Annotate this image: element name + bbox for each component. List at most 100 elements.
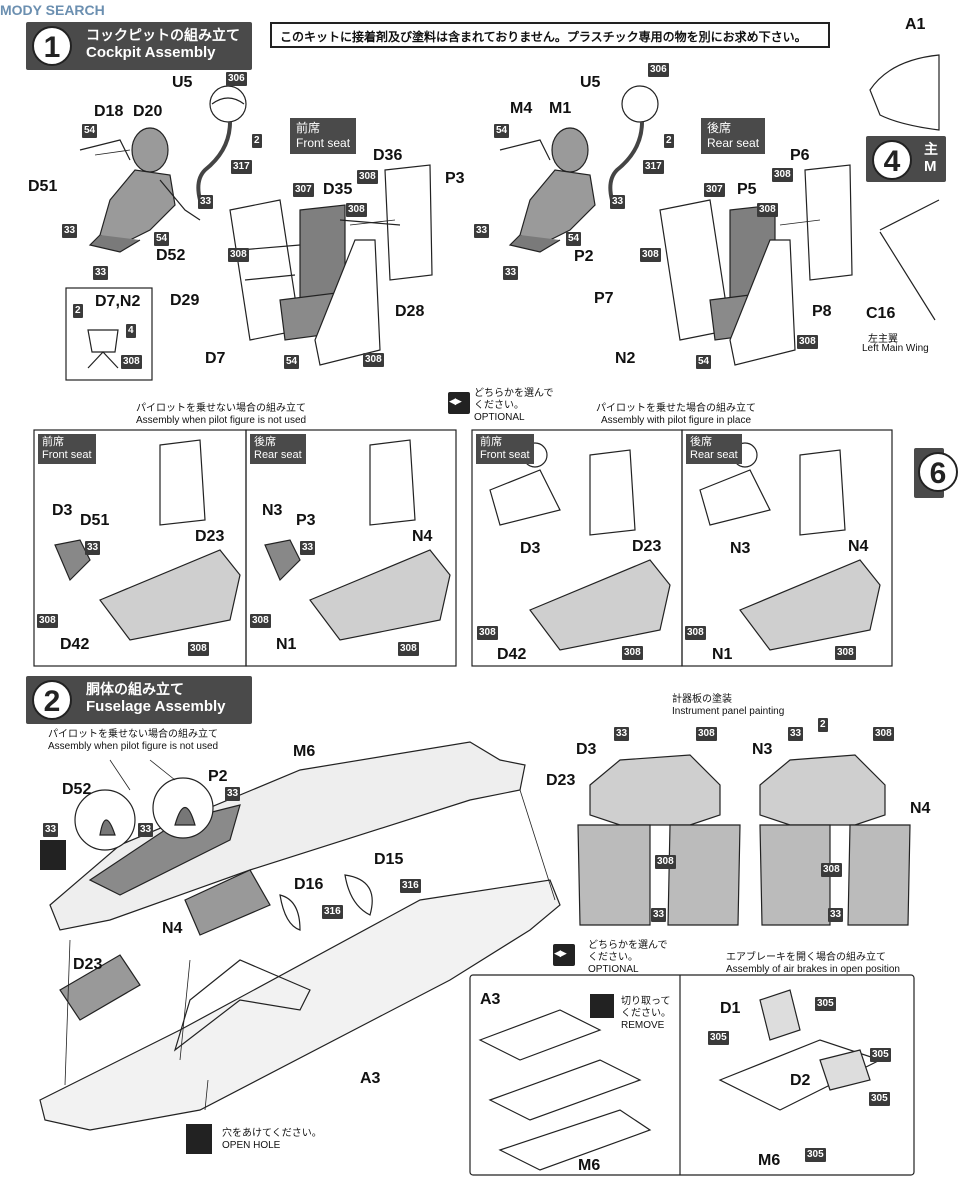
ip-code-33-c: 33 — [651, 908, 667, 922]
optional-icon-1 — [448, 392, 470, 414]
s2-label-d16: D16 — [294, 876, 324, 893]
ab-label-a3: A3 — [480, 991, 501, 1008]
seat-d23-drawing — [59, 954, 141, 1021]
code-54-rear-c: 54 — [696, 355, 712, 369]
code-33-front-b: 33 — [93, 266, 109, 280]
p2-rear-en: Rear seat — [254, 449, 302, 461]
code-33-front-c: 33 — [198, 195, 214, 209]
p1-front-en: Front seat — [42, 449, 92, 461]
p2-code-308-a: 308 — [250, 614, 271, 628]
optional-icon-2 — [553, 944, 575, 966]
p1-code-308-a: 308 — [37, 614, 58, 628]
fuselage-lower-a3 — [39, 879, 561, 1131]
code-33-front-a: 33 — [62, 224, 78, 238]
label-d20: D20 — [133, 103, 163, 120]
optional-en-1: OPTIONAL — [474, 412, 525, 423]
part-d16 — [279, 894, 301, 931]
ab-code-305-e: 305 — [805, 1148, 826, 1162]
code-307-front: 307 — [293, 183, 314, 197]
optional-jp1-1: どちらかを選んで — [474, 388, 554, 399]
no-pilot-jp-1: パイロットを乗せない場合の組み立て — [136, 403, 307, 414]
airbrake-d1-drawing — [718, 989, 882, 1111]
ab-label-m6-right: M6 — [758, 1152, 781, 1169]
circle-p2 — [152, 777, 214, 839]
part-d15 — [344, 874, 373, 916]
airbrake-jp: エアブレーキを開く場合の組み立て — [726, 952, 886, 963]
code-4-inset: 4 — [126, 324, 136, 338]
code-317-front: 317 — [231, 160, 252, 174]
airbrake-a3-drawing — [478, 1009, 652, 1171]
s2-code-33-c: 33 — [138, 823, 154, 837]
p4-label-n1: N1 — [712, 646, 733, 663]
part-a1-drawing — [869, 54, 940, 131]
pilot-figure-front — [79, 127, 201, 253]
instrument-panel-rear — [759, 754, 911, 926]
p1-front-jp: 前席 — [42, 436, 64, 448]
seat-parts-front — [229, 164, 433, 366]
p1-label-d51: D51 — [80, 512, 110, 529]
code-308-rear-d: 308 — [797, 335, 818, 349]
code-33-rear-c: 33 — [610, 195, 626, 209]
tub-drawing-3 — [489, 442, 671, 651]
code-33-rear-b: 33 — [503, 266, 519, 280]
code-2-front: 2 — [252, 134, 262, 148]
p4-code-308-a: 308 — [685, 626, 706, 640]
with-pilot-jp: パイロットを乗せた場合の組み立て — [596, 403, 756, 414]
caption-with-pilot: パイロットを乗せた場合の組み立て Assembly with pilot fig… — [596, 403, 756, 427]
code-33-rear-a: 33 — [474, 224, 490, 238]
p3-label-d23: D23 — [632, 538, 662, 555]
code-308-rear-c: 308 — [640, 248, 661, 262]
s2-label-n4: N4 — [162, 920, 183, 937]
label-d7n2: D7,N2 — [95, 293, 141, 310]
code-308-front-c: 308 — [228, 248, 249, 262]
step1-header: 1 コックピットの組み立て Cockpit Assembly — [26, 22, 252, 70]
tub-drawing-1 — [54, 439, 241, 641]
p1-label-d42: D42 — [60, 636, 90, 653]
step1-title-en: Cockpit Assembly — [86, 44, 216, 61]
s2-code-33-b: 33 — [43, 823, 59, 837]
instrument-en: Instrument panel painting — [672, 706, 785, 717]
optional-note-1: どちらかを選んで ください。 OPTIONAL — [474, 388, 554, 424]
step2-number: 2 — [32, 680, 72, 720]
ip-code-308-d: 308 — [821, 863, 842, 877]
label-p3-rear: P3 — [445, 170, 465, 187]
code-54-rear-b: 54 — [566, 232, 582, 246]
s2-code-33-a: 33 — [225, 787, 241, 801]
caption-no-pilot-1: パイロットを乗せない場合の組み立て Assembly when pilot fi… — [136, 403, 306, 427]
ab-code-305-c: 305 — [870, 1048, 891, 1062]
p2-code-33: 33 — [300, 541, 316, 555]
step2-title-en: Fuselage Assembly — [86, 698, 226, 715]
optional-jp2-2: ください。 — [588, 952, 638, 963]
label-d35: D35 — [323, 181, 353, 198]
p1-label-d23: D23 — [195, 528, 225, 545]
ip-code-308-a: 308 — [696, 727, 717, 741]
code-308-rear-b: 308 — [757, 203, 778, 217]
code-2-rear: 2 — [664, 134, 674, 148]
ip-code-308-b: 308 — [873, 727, 894, 741]
p2-code-308-b: 308 — [398, 642, 419, 656]
left-main-wing-en: Left Main Wing — [862, 343, 929, 354]
s2-label-p2: P2 — [208, 768, 228, 785]
remove-jp: 切り取って — [621, 996, 671, 1007]
with-pilot-en: Assembly with pilot figure in place — [600, 415, 752, 426]
step6-number: 6 — [918, 452, 958, 492]
p3-code-308-a: 308 — [477, 626, 498, 640]
drill-icon-bottom — [186, 1124, 212, 1154]
ip-label-d3: D3 — [576, 741, 597, 758]
ip-label-n4: N4 — [910, 800, 931, 817]
remove-jp2: ください。 — [621, 1008, 671, 1019]
remove-en: REMOVE — [621, 1020, 665, 1031]
step1-number: 1 — [32, 26, 72, 66]
label-m1: M1 — [549, 100, 572, 117]
p4-rear-jp: 後席 — [690, 436, 712, 448]
p3-front-en: Front seat — [480, 449, 530, 461]
ip-code-33-d: 33 — [828, 908, 844, 922]
code-308-front-d: 308 — [363, 353, 384, 367]
label-p6: P6 — [790, 147, 810, 164]
step4-title-en: M — [924, 158, 937, 175]
step2-header: 2 胴体の組み立て Fuselage Assembly — [26, 676, 252, 724]
label-d18: D18 — [94, 103, 124, 120]
